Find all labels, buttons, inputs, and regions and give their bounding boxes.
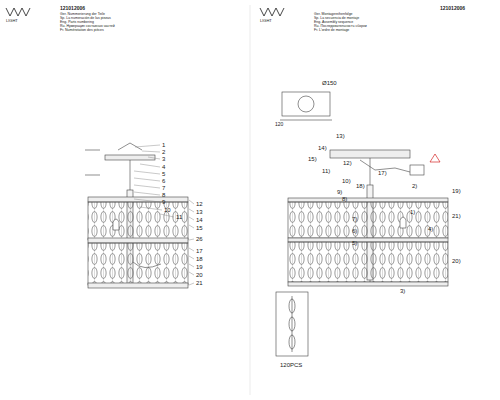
callout-number: 18 xyxy=(196,256,203,262)
header-text: Eng. Assembly sequence xyxy=(314,21,353,25)
leader-line xyxy=(189,256,194,259)
leader-line xyxy=(135,145,160,147)
header-text: Eng. Parts numbering xyxy=(60,21,94,25)
callout-number: 3 xyxy=(162,156,165,162)
callout-number: 4) xyxy=(428,226,433,232)
callout-number: 14) xyxy=(318,145,327,151)
callout-number: 3) xyxy=(400,288,405,294)
callout-number: 5 xyxy=(162,171,165,177)
leader-line xyxy=(189,283,194,285)
callout-number: 7) xyxy=(352,216,357,222)
leader-line xyxy=(134,185,160,188)
callout-number: 11) xyxy=(322,168,330,174)
callout-number: 21) xyxy=(452,213,461,219)
leader-line xyxy=(189,225,194,228)
header-text: Fr. Numérotation des pièces xyxy=(60,29,104,33)
header-text: LIGHT xyxy=(6,19,18,23)
callout-number: 19) xyxy=(452,188,461,194)
callout-number: 7 xyxy=(162,185,165,191)
callout-number: 10 xyxy=(164,207,171,213)
callout-number: 21 xyxy=(196,280,203,286)
callout-number: 1 xyxy=(162,142,165,148)
leader-line xyxy=(134,192,160,195)
callout-number: 20 xyxy=(196,272,203,278)
leader-line xyxy=(189,217,194,220)
callout-number: 4 xyxy=(162,164,165,170)
callout-number: 11 xyxy=(176,214,182,220)
leader-line xyxy=(140,164,160,167)
dimension: Ø150 xyxy=(322,80,337,86)
leader-line xyxy=(134,199,160,202)
callout-number: 15 xyxy=(196,225,203,231)
callout-number: 20) xyxy=(452,258,461,264)
header-text: Ru. Последовательность сборки xyxy=(314,25,367,29)
header-text: Sp. La numeración de las piezas xyxy=(60,17,111,21)
leader-line xyxy=(189,248,194,251)
leader-line xyxy=(189,264,194,267)
header-text: Ger. Montagereihenfolge xyxy=(314,13,353,17)
callout-number: 8 xyxy=(162,192,165,198)
leader-line xyxy=(142,151,160,152)
callout-number: 13) xyxy=(336,133,345,139)
header-text: Sp. La secuencia de montaje xyxy=(314,17,359,21)
header-text: 121012006 xyxy=(60,6,85,11)
leader-line xyxy=(134,171,160,174)
chandelier-exploded xyxy=(85,143,188,288)
leader-line xyxy=(140,207,162,210)
callout-number: 6) xyxy=(352,228,357,234)
callout-number: 6 xyxy=(162,178,165,184)
logo xyxy=(6,8,284,16)
callout-number: 13 xyxy=(196,209,203,215)
callout-number: 2) xyxy=(412,183,417,189)
assembly-sequence xyxy=(276,92,448,356)
callout-number: 5) xyxy=(352,240,357,246)
callout-number: 12 xyxy=(196,201,203,207)
callout-number: 8) xyxy=(342,196,347,202)
callout-number: 10) xyxy=(342,178,351,184)
callout-number: 26 xyxy=(196,236,203,242)
leader-line xyxy=(189,200,194,204)
header-text: Fr. L'ordre de montage xyxy=(314,29,349,33)
leader-line xyxy=(160,214,174,217)
leader-line xyxy=(189,272,194,275)
callout-number: 1) xyxy=(410,209,415,215)
leader-line xyxy=(189,239,194,240)
header-text: Ru. Нумерация составных частей xyxy=(60,25,115,29)
callout-number: 17) xyxy=(378,170,387,176)
callout-number: 15) xyxy=(308,156,317,162)
leader-line xyxy=(134,178,160,181)
callout-number: 17 xyxy=(196,248,203,254)
header-text: LIGHT xyxy=(260,19,272,23)
callout-number: 14 xyxy=(196,217,203,223)
dimension: 120 xyxy=(275,122,283,127)
callout-number: 9) xyxy=(337,189,342,195)
callout-number: 18) xyxy=(356,183,365,189)
callout-number: 19 xyxy=(196,264,203,270)
leader-line xyxy=(189,209,194,212)
callout-number: 12) xyxy=(343,160,352,166)
callout-number: 9 xyxy=(162,199,165,205)
header-text: 121012006 xyxy=(440,6,465,11)
header-text: Ger. Nummerierung der Teile xyxy=(60,13,105,17)
leader-line xyxy=(148,157,160,159)
callout-number: 120PCS xyxy=(280,362,302,368)
callout-number: 2 xyxy=(162,149,165,155)
